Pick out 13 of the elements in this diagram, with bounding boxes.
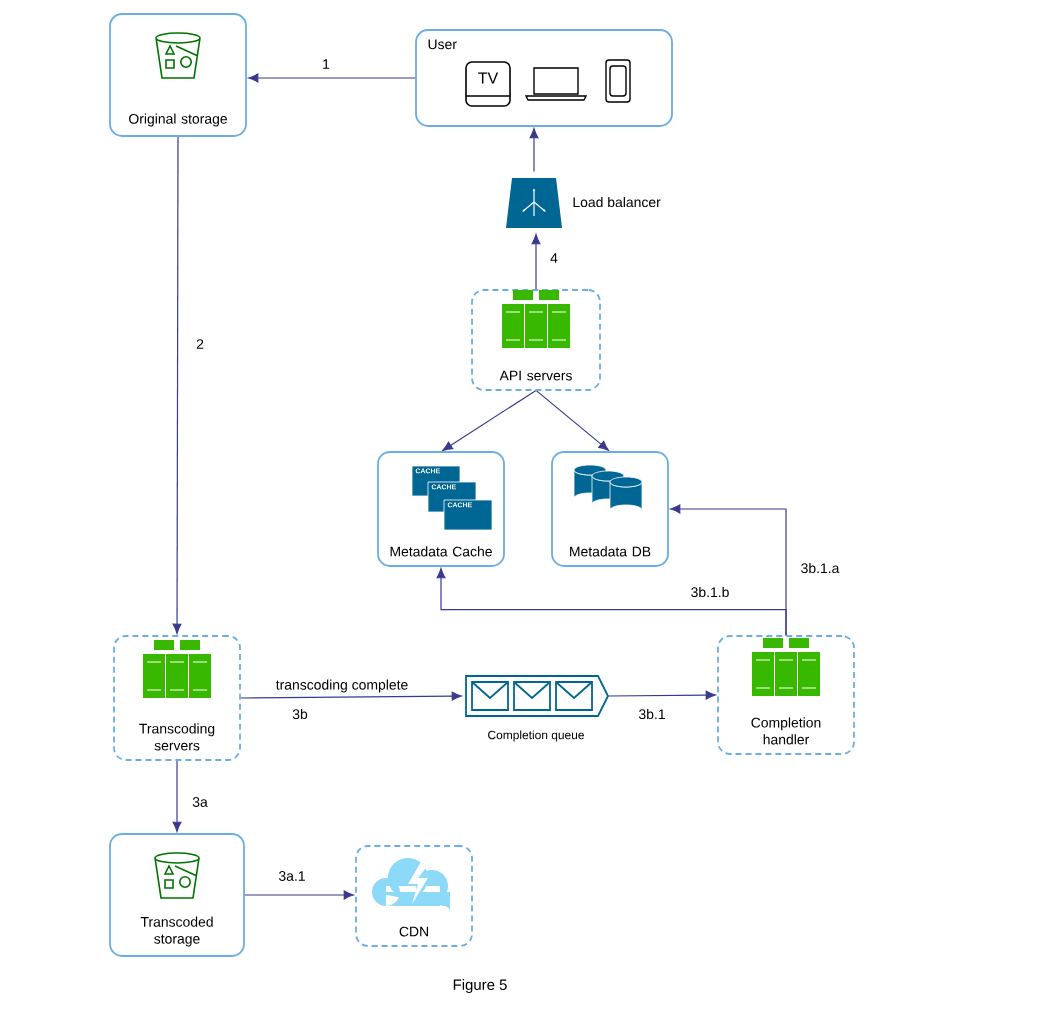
arrow bbox=[442, 389, 537, 451]
arrow bbox=[243, 890, 354, 900]
arrow bbox=[172, 759, 182, 832]
message-queue-icon bbox=[465, 675, 609, 717]
arrow bbox=[172, 135, 182, 634]
arrow bbox=[607, 690, 716, 700]
arrow bbox=[248, 73, 417, 83]
arrow bbox=[535, 389, 609, 451]
load-balancer-icon bbox=[506, 178, 562, 228]
arrow bbox=[529, 128, 539, 173]
arrow bbox=[436, 568, 787, 637]
arrow bbox=[239, 691, 462, 701]
arrow bbox=[531, 234, 541, 291]
